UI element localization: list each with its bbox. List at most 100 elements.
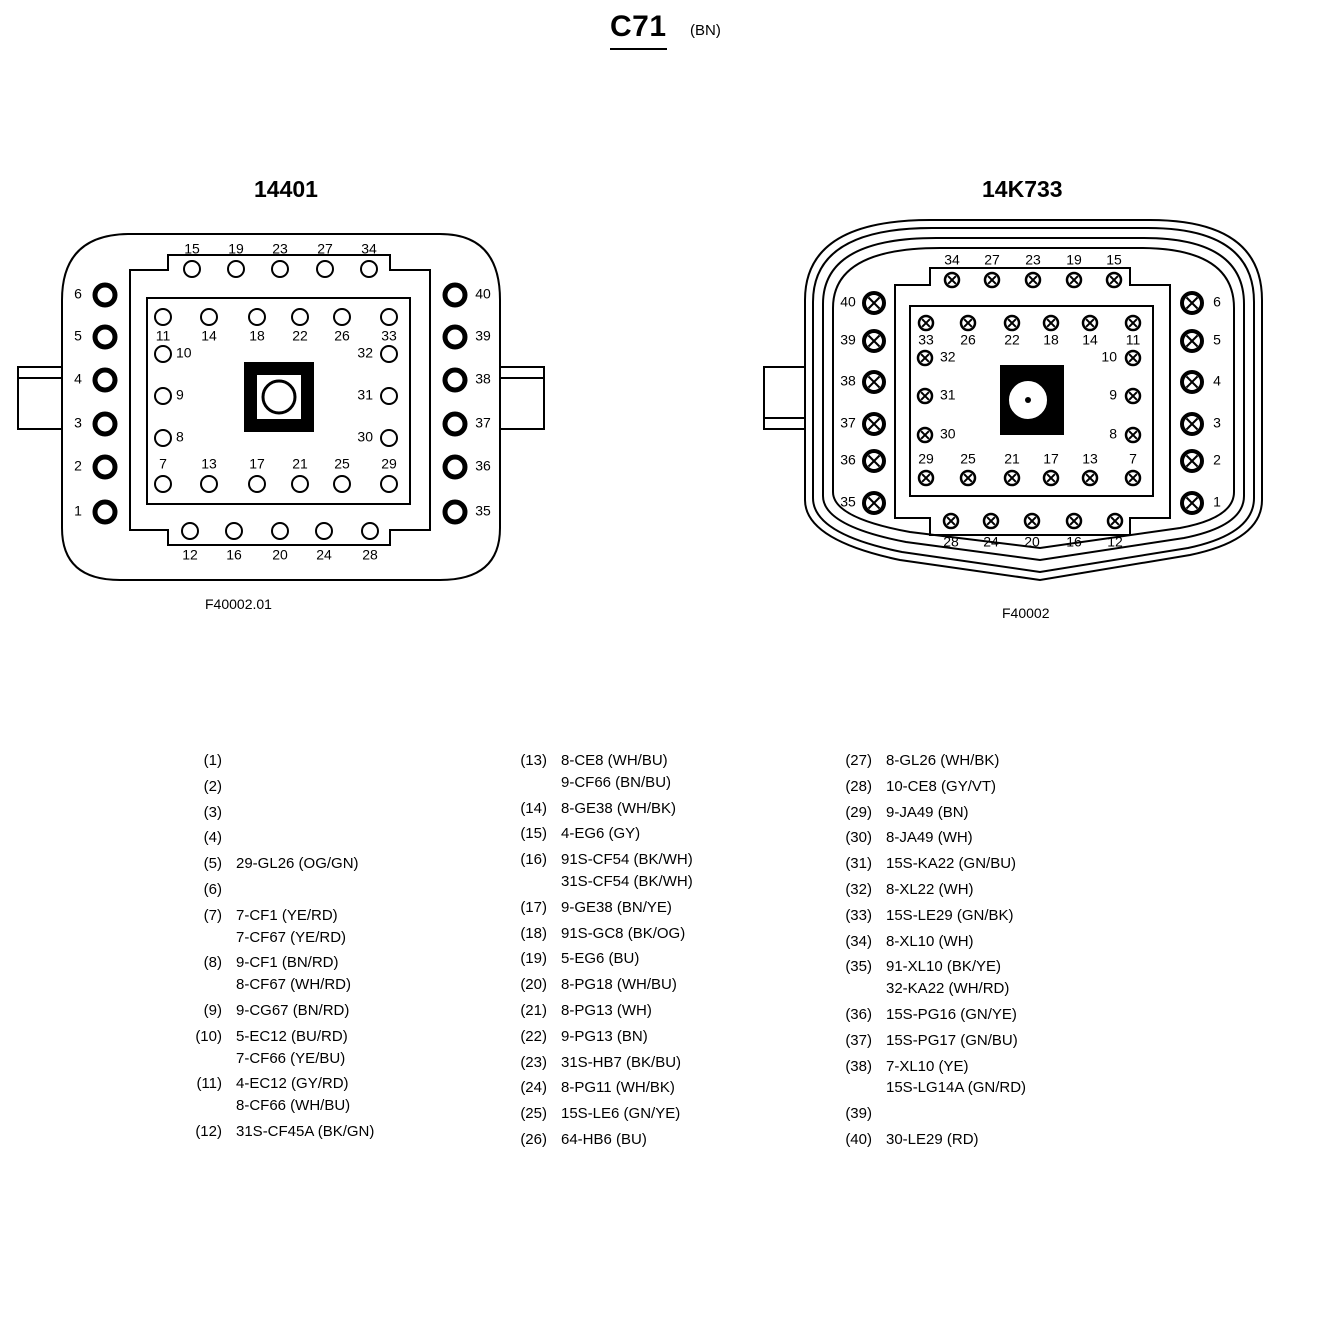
pin-cavity xyxy=(92,367,118,393)
pin-number-label: 10 xyxy=(176,345,192,361)
pin-number-label: 2 xyxy=(1213,452,1221,468)
pin-cavity xyxy=(959,314,977,332)
pin-cavity xyxy=(862,291,886,315)
pin-number-label: 8 xyxy=(176,429,184,445)
pin-number-label: 6 xyxy=(1213,294,1221,310)
pin-table-row: (32)8-XL22 (WH) xyxy=(830,879,1026,901)
pin-number-label: 26 xyxy=(334,328,350,344)
pin-number-label: 39 xyxy=(840,332,856,348)
pin-cavity xyxy=(983,271,1001,289)
pin-table-pin-number: (13) xyxy=(520,752,547,769)
pin-table-wire: 9-CF66 (BN/BU) xyxy=(561,773,672,791)
pin-number-label: 38 xyxy=(840,373,856,389)
pin-cavity xyxy=(1180,412,1204,436)
pin-table-wire: 8-PG13 (WH) xyxy=(561,1001,652,1019)
pin-cavity xyxy=(442,367,468,393)
pin-cavity xyxy=(227,260,245,278)
pin-cavity xyxy=(1023,512,1041,530)
pin-cavity xyxy=(1003,469,1021,487)
pin-cavity xyxy=(92,499,118,525)
pin-table-wire-list: 9-CF1 (BN/RD)8-CF67 (WH/RD) xyxy=(236,952,351,996)
pin-table-pin-number: (38) xyxy=(845,1057,872,1075)
pin-table-wire-list: 8-GE38 (WH/BK) xyxy=(561,798,676,820)
pin-cavity xyxy=(959,469,977,487)
pin-cavity xyxy=(380,429,398,447)
pin-table-wire: 7-XL10 (YE) xyxy=(886,1057,969,1075)
pin-number-label: 23 xyxy=(272,241,288,257)
pin-table-wire-list: 8-PG18 (WH/BU) xyxy=(561,974,677,996)
pin-number-label: 13 xyxy=(201,456,217,472)
pin-cavity xyxy=(181,522,199,540)
pin-table-column-2: (13)8-CE8 (WH/BU)9-CF66 (BN/BU)(14)8-GE3… xyxy=(505,750,693,1155)
pin-table-pin-number: (2) xyxy=(203,777,222,795)
pin-table-wire: 32-KA22 (WH/RD) xyxy=(886,980,1010,998)
pin-table-pin-number: (14) xyxy=(520,799,547,817)
pin-table-pin-number: (28) xyxy=(845,777,872,795)
pin-cavity xyxy=(315,522,333,540)
pin-number-label: 27 xyxy=(984,252,1000,268)
pin-table-row: (16)91S-CF54 (BK/WH)31S-CF54 (BK/WH) xyxy=(505,849,693,893)
left-connector-part-number: 14401 xyxy=(254,176,318,202)
pin-table-wire-list: 5-EC12 (BU/RD)7-CF66 (YE/BU) xyxy=(236,1026,348,1070)
pin-table-row: (23)31S-HB7 (BK/BU) xyxy=(505,1052,693,1074)
pin-table-wire: 8-CF67 (WH/RD) xyxy=(236,976,351,994)
pin-number-label: 18 xyxy=(249,328,265,344)
pin-table-wire-list: 8-XL10 (WH) xyxy=(886,931,974,953)
pin-number-label: 31 xyxy=(357,387,373,403)
pin-cavity xyxy=(333,475,351,493)
pin-table-pin-number: (5) xyxy=(203,855,222,873)
pin-number-label: 20 xyxy=(1024,534,1040,550)
pin-cavity xyxy=(862,329,886,353)
pin-table-wire: 5-EC12 (BU/RD) xyxy=(236,1027,348,1045)
pin-cavity xyxy=(1180,449,1204,473)
pin-cavity xyxy=(154,345,172,363)
pin-table-wire: 15S-LE29 (GN/BK) xyxy=(886,906,1014,924)
pin-number-label: 29 xyxy=(918,451,934,467)
pin-number-label: 37 xyxy=(475,415,491,431)
pin-cavity xyxy=(361,522,379,540)
pin-table-row: (14) 8-GE38 (WH/BK) xyxy=(505,798,693,820)
pin-table-row: (17)9-GE38 (BN/YE) xyxy=(505,897,693,919)
pin-number-label: 32 xyxy=(940,349,956,365)
pin-cavity xyxy=(154,308,172,326)
pin-table-wire: 9-JA49 (BN) xyxy=(886,803,969,821)
pin-table-pin-number: (20) xyxy=(520,976,547,994)
pin-table-wire: 7-CF1 (YE/RD) xyxy=(236,906,338,924)
pin-table-row: (9)9-CG67 (BN/RD) xyxy=(180,1000,374,1022)
pin-cavity xyxy=(1024,271,1042,289)
pin-number-label: 1 xyxy=(74,503,82,519)
pin-cavity xyxy=(380,345,398,363)
pin-table-wire: 9-PG13 (BN) xyxy=(561,1027,648,1045)
pin-table-wire-list: 10-CE8 (GY/VT) xyxy=(886,776,996,798)
pin-number-label: 36 xyxy=(475,458,491,474)
pin-cavity xyxy=(360,260,378,278)
pin-table-wire: 8-GE38 (WH/BK) xyxy=(561,799,677,817)
pin-cavity xyxy=(1124,314,1142,332)
pin-number-label: 38 xyxy=(475,371,491,387)
pin-cavity xyxy=(183,260,201,278)
pin-number-label: 9 xyxy=(176,387,184,403)
pin-cavity xyxy=(916,426,934,444)
pin-table-row: (38)7-XL10 (YE)15S-LG14A (GN/RD) xyxy=(830,1056,1026,1100)
pin-table-row: (2) xyxy=(180,776,374,798)
pin-table-row: (35)91-XL10 (BK/YE)32-KA22 (WH/RD) xyxy=(830,956,1026,1000)
pin-table-pin-number: (39) xyxy=(845,1105,872,1123)
pin-cavity xyxy=(916,387,934,405)
pin-cavity xyxy=(291,308,309,326)
connector-color-code: (BN) xyxy=(690,22,721,39)
pin-number-label: 36 xyxy=(840,452,856,468)
pin-table-wire-list: 8-XL22 (WH) xyxy=(886,879,974,901)
pin-cavity xyxy=(154,387,172,405)
pin-table-wire: 91S-CF54 (BK/WH) xyxy=(561,851,693,869)
pin-number-label: 21 xyxy=(292,456,308,472)
pin-cavity xyxy=(1180,370,1204,394)
pin-number-label: 32 xyxy=(357,345,373,361)
pin-table-wire: 8-PG18 (WH/BU) xyxy=(561,976,677,994)
pin-table-wire-list: 15S-LE29 (GN/BK) xyxy=(886,905,1014,927)
pin-table-wire: 4-EG6 (GY) xyxy=(561,825,641,843)
pin-number-label: 33 xyxy=(918,332,934,348)
pin-cavity xyxy=(442,282,468,308)
pin-table-row: (37)15S-PG17 (GN/BU) xyxy=(830,1030,1026,1052)
pin-number-label: 13 xyxy=(1082,451,1098,467)
